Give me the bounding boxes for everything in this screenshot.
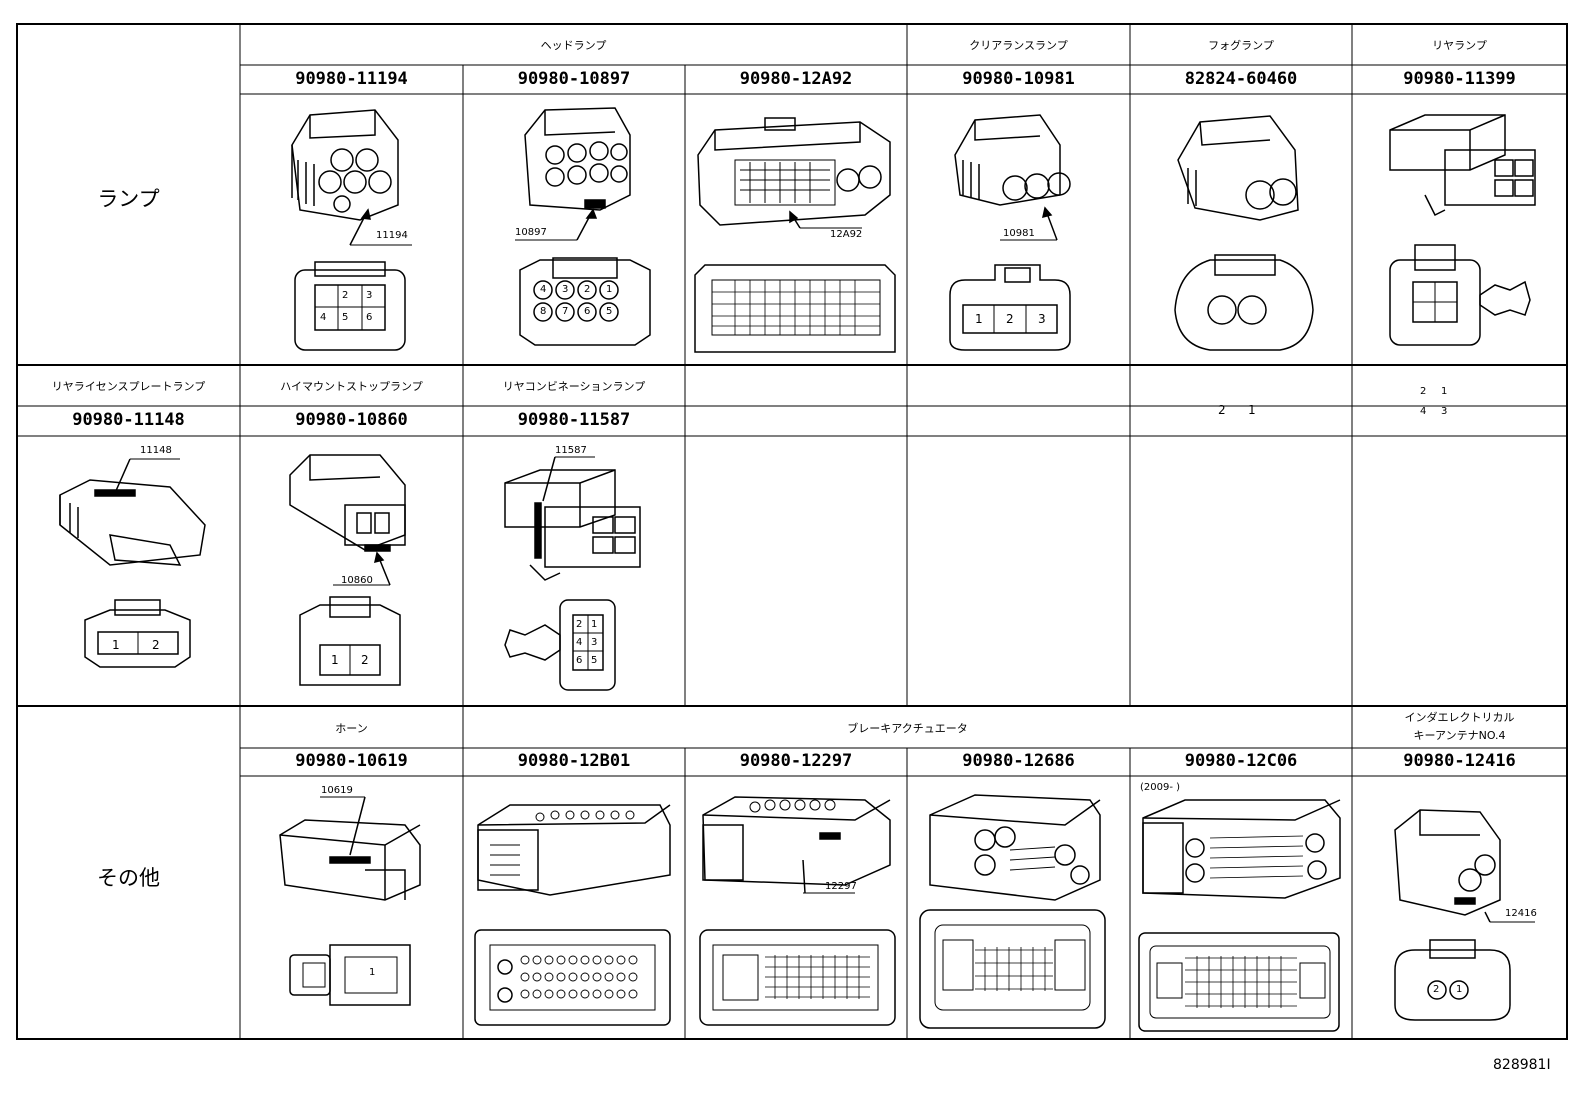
pin-label: 4: [576, 637, 583, 648]
group-caption-fog-lamp: フォグランプ: [1208, 39, 1274, 52]
pin-label: 1: [591, 619, 598, 630]
pin-label: 1: [369, 967, 376, 978]
pin-label: 5: [342, 312, 349, 323]
group-caption-license-lamp: リヤライセンスプレートランプ: [51, 380, 206, 393]
pin-label: 2: [1218, 403, 1226, 417]
pin-label: 2: [1006, 312, 1014, 326]
part-number: 90980-12416: [1403, 751, 1516, 771]
pin-label: 4: [1420, 406, 1427, 417]
pin-label: 1: [975, 312, 983, 326]
part-number: 90980-11194: [295, 69, 408, 89]
pin-label: 1: [331, 653, 339, 667]
connector-tag: 11587: [555, 445, 587, 456]
pin-label: 3: [1038, 312, 1046, 326]
group-caption-key-antenna-line2: キーアンテナNO.4: [1413, 729, 1506, 742]
connector-drawing-12B01: [470, 785, 680, 1035]
pin-label: 2: [152, 638, 160, 652]
connector-drawing-11194: 11194 2 3 4 5 6: [280, 100, 430, 360]
part-number: 90980-12B01: [517, 751, 631, 771]
connector-drawing-10897: 10897 4 3 2 1 8 7 6 5: [505, 100, 665, 362]
group-caption-brake-actuator: ブレーキアクチュエータ: [847, 722, 968, 735]
pin-label: 2: [576, 619, 583, 630]
connector-drawing-11399: 2 1 4 3: [1385, 100, 1545, 417]
connector-tag: 12416: [1505, 908, 1537, 919]
connector-drawing-11587: 11587 2 1 4 3 6 5: [495, 445, 665, 700]
pin-label: 1: [606, 284, 613, 295]
connector-tag: 12297: [825, 881, 857, 892]
row-label-lamp: ランプ: [97, 187, 160, 211]
part-number: 90980-10860: [295, 410, 408, 430]
pin-label: 2: [584, 284, 591, 295]
group-caption-key-antenna-line1: インダエレクトリカル: [1404, 711, 1515, 724]
group-caption-rear-combination-lamp: リヤコンビネーションランプ: [502, 380, 646, 393]
connector-drawing-12A92: 12A92: [690, 100, 905, 362]
pin-label: 8: [540, 306, 547, 317]
pin-label: 6: [576, 655, 583, 666]
connector-drawing-10619: 10619 1: [275, 785, 435, 1030]
connector-drawing-60460: 2 1: [1170, 100, 1320, 417]
pin-label: 2: [1420, 386, 1427, 397]
row-label-other: その他: [97, 866, 160, 890]
pin-label: 2: [342, 290, 349, 301]
part-number: 90980-11587: [517, 410, 631, 430]
connector-tag: 12A92: [830, 229, 863, 240]
pin-label: 1: [1456, 984, 1463, 995]
connector-drawing-12C06: [1135, 778, 1347, 1036]
connector-drawing-10981: 10981 1 2 3: [945, 100, 1095, 362]
part-number: 90980-12A92: [739, 69, 853, 89]
pin-label: 1: [1441, 386, 1448, 397]
connector-drawing-10860: 10860 1 2: [285, 445, 435, 700]
diagram-code: 828981I: [1493, 1057, 1551, 1073]
group-caption-headlamp: ヘッドランプ: [540, 39, 607, 52]
pin-label: 6: [366, 312, 373, 323]
group-caption-horn: ホーン: [335, 722, 368, 735]
pin-label: 2: [1433, 984, 1440, 995]
pin-label: 1: [112, 638, 120, 652]
pin-label: 7: [562, 306, 569, 317]
part-number: 90980-12686: [962, 751, 1075, 771]
part-number: 90980-10981: [962, 69, 1075, 89]
pin-label: 5: [591, 655, 598, 666]
pin-label: 4: [540, 284, 547, 295]
pin-label: 4: [320, 312, 327, 323]
connector-tag: 11148: [140, 445, 172, 456]
pin-label: 6: [584, 306, 591, 317]
connector-drawing-12297: 12297: [695, 785, 900, 1035]
connector-drawing-12416: 12416 2 1: [1385, 800, 1545, 1030]
connector-tag: 10619: [321, 785, 353, 796]
pin-label: 3: [591, 637, 598, 648]
connector-tag: 10981: [1003, 228, 1035, 239]
pin-label: 3: [562, 284, 569, 295]
part-number: 90980-10619: [295, 751, 408, 771]
connector-tag: 11194: [376, 230, 408, 241]
pin-label: 3: [1441, 406, 1448, 417]
production-date-note: (2009- ): [1140, 782, 1181, 793]
connector-drawing-12686: [915, 785, 1125, 1035]
pin-label: 1: [1248, 403, 1256, 417]
pin-label: 3: [366, 290, 373, 301]
pin-label: 2: [361, 653, 369, 667]
group-caption-high-mount-stop-lamp: ハイマウントストップランプ: [280, 380, 423, 393]
pin-label: 5: [606, 306, 613, 317]
part-number: 90980-12297: [739, 751, 853, 771]
part-number: 90980-11148: [72, 410, 185, 430]
connector-tag: 10897: [515, 227, 547, 238]
connector-tag: 10860: [341, 575, 373, 586]
part-number: 90980-12C06: [1184, 751, 1298, 771]
connector-drawing-11148: 11148 1 1 2: [50, 445, 220, 685]
part-number: 90980-10897: [517, 69, 631, 89]
part-number: 82824-60460: [1184, 69, 1298, 89]
group-caption-clearance-lamp: クリアランスランプ: [969, 39, 1068, 52]
group-caption-rear-lamp: リヤランプ: [1432, 39, 1487, 52]
part-number: 90980-11399: [1403, 69, 1516, 89]
